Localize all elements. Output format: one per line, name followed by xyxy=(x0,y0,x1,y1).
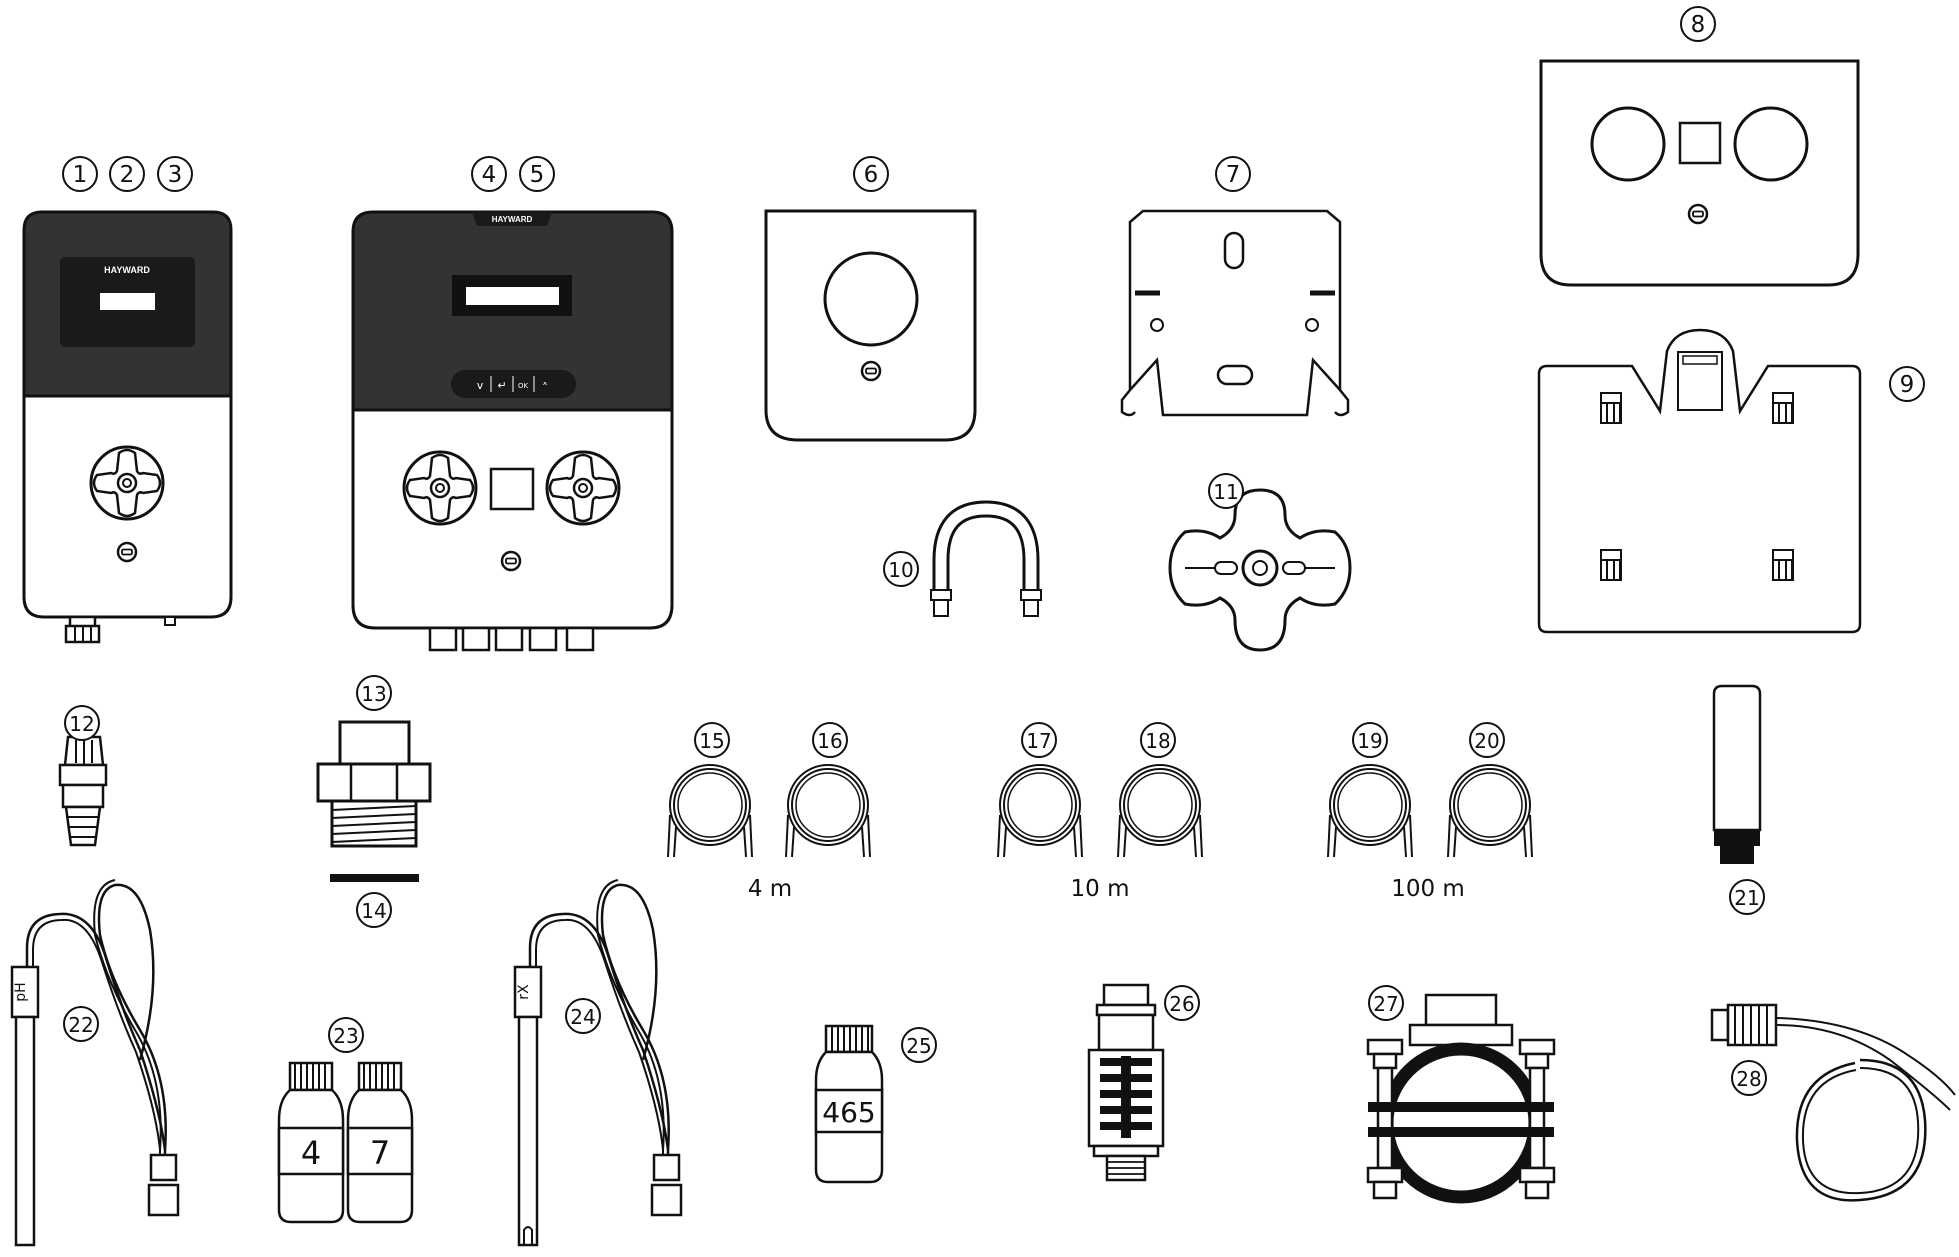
peristaltic-rotor-left xyxy=(402,450,478,526)
screw-cover xyxy=(500,550,522,572)
brand-logo-dual: HAYWARD xyxy=(492,215,533,224)
callout-27: 27 xyxy=(1368,985,1404,1021)
buffer-bottles: 4 7 xyxy=(277,1061,414,1224)
flow-sensor xyxy=(1710,1003,1956,1202)
callout-23: 23 xyxy=(328,1017,364,1053)
callout-label: 22 xyxy=(68,1013,93,1037)
callout-label: 18 xyxy=(1145,729,1170,753)
callout-label: 15 xyxy=(699,729,724,753)
callout-12: 12 xyxy=(64,705,100,741)
callout-label: 20 xyxy=(1474,729,1499,753)
callout-4: 4 xyxy=(471,156,507,192)
orp-bottle-label: 465 xyxy=(822,1096,875,1129)
callout-label: 10 xyxy=(888,558,913,582)
callout-22: 22 xyxy=(63,1006,99,1042)
callout-label: 12 xyxy=(69,712,94,736)
gasket xyxy=(330,874,419,882)
ph-probe-label: pH xyxy=(13,982,29,1001)
rx-probe: rX xyxy=(513,879,683,1247)
ph-probe: pH xyxy=(10,879,180,1247)
callout-1: 1 xyxy=(62,156,98,192)
callout-13: 13 xyxy=(356,675,392,711)
callout-label: 1 xyxy=(73,162,88,188)
callout-label: 4 xyxy=(482,162,497,188)
cable-length-4m: 4 m xyxy=(748,876,792,902)
mounting-plate xyxy=(1537,328,1862,634)
callout-label: 3 xyxy=(168,162,183,188)
callout-label: 14 xyxy=(361,899,386,923)
callout-label: 8 xyxy=(1691,12,1706,38)
callout-9: 9 xyxy=(1889,366,1925,402)
callout-label: 16 xyxy=(817,729,842,753)
callout-label: 5 xyxy=(530,162,545,188)
cable-coils xyxy=(667,764,1533,858)
dual-pump-controller: HAYWARD v ↵ OK ˄ xyxy=(351,210,674,652)
callout-28: 28 xyxy=(1731,1060,1767,1096)
buffer-bottle-7-label: 7 xyxy=(370,1134,390,1172)
callout-25: 25 xyxy=(901,1027,937,1063)
callout-3: 3 xyxy=(157,156,193,192)
callout-label: 24 xyxy=(570,1005,595,1029)
cable-length-100m: 100 m xyxy=(1391,876,1465,902)
threaded-fitting xyxy=(316,720,432,848)
buffer-bottle-4-label: 4 xyxy=(301,1134,321,1172)
rx-probe-label: rX xyxy=(516,984,532,1000)
pipe-clamp-saddle xyxy=(1366,993,1556,1204)
callout-16: 16 xyxy=(812,722,848,758)
callout-20: 20 xyxy=(1469,722,1505,758)
callout-label: 13 xyxy=(361,682,386,706)
callout-8: 8 xyxy=(1680,6,1716,42)
peristaltic-tube xyxy=(930,500,1042,617)
callout-14: 14 xyxy=(356,892,392,928)
keypad-down: v xyxy=(477,379,484,392)
keypad-ok: OK xyxy=(518,382,529,390)
probe-holder xyxy=(1087,983,1165,1182)
keypad-back: ↵ xyxy=(497,379,506,392)
callout-17: 17 xyxy=(1021,722,1057,758)
callout-2: 2 xyxy=(109,156,145,192)
probe-filter xyxy=(1712,684,1762,864)
dual-pump-cover xyxy=(1539,59,1860,287)
callout-label: 25 xyxy=(906,1034,931,1058)
brand-logo: HAYWARD xyxy=(104,265,150,275)
peristaltic-rotor-right xyxy=(545,450,621,526)
callout-label: 26 xyxy=(1169,992,1194,1016)
orp-solution-bottle: 465 xyxy=(814,1024,884,1184)
cable-length-10m: 10 m xyxy=(1071,876,1130,902)
callout-19: 19 xyxy=(1352,722,1388,758)
callout-6: 6 xyxy=(853,156,889,192)
callout-18: 18 xyxy=(1140,722,1176,758)
callout-label: 17 xyxy=(1026,729,1051,753)
single-pump-cover xyxy=(764,209,977,442)
callout-label: 19 xyxy=(1357,729,1382,753)
callout-5: 5 xyxy=(519,156,555,192)
callout-21: 21 xyxy=(1729,879,1765,915)
keypad-up: ˄ xyxy=(542,381,548,395)
callout-label: 11 xyxy=(1213,480,1238,504)
single-pump-controller: HAYWARD xyxy=(22,210,233,644)
peristaltic-rotor xyxy=(89,445,165,521)
callout-label: 9 xyxy=(1900,372,1915,398)
callout-label: 21 xyxy=(1734,886,1759,910)
wall-bracket xyxy=(1120,209,1350,417)
callout-7: 7 xyxy=(1215,156,1251,192)
callout-26: 26 xyxy=(1164,985,1200,1021)
callout-label: 27 xyxy=(1373,992,1398,1016)
callout-label: 28 xyxy=(1736,1067,1761,1091)
callout-10: 10 xyxy=(883,551,919,587)
callout-24: 24 xyxy=(565,998,601,1034)
callout-label: 6 xyxy=(864,162,879,188)
injection-valve xyxy=(58,735,108,847)
callout-11: 11 xyxy=(1208,473,1244,509)
callout-label: 2 xyxy=(120,162,135,188)
screw-cover xyxy=(116,541,138,563)
callout-label: 23 xyxy=(333,1024,358,1048)
callout-15: 15 xyxy=(694,722,730,758)
rotor-spare xyxy=(1168,488,1352,652)
callout-label: 7 xyxy=(1226,162,1241,188)
